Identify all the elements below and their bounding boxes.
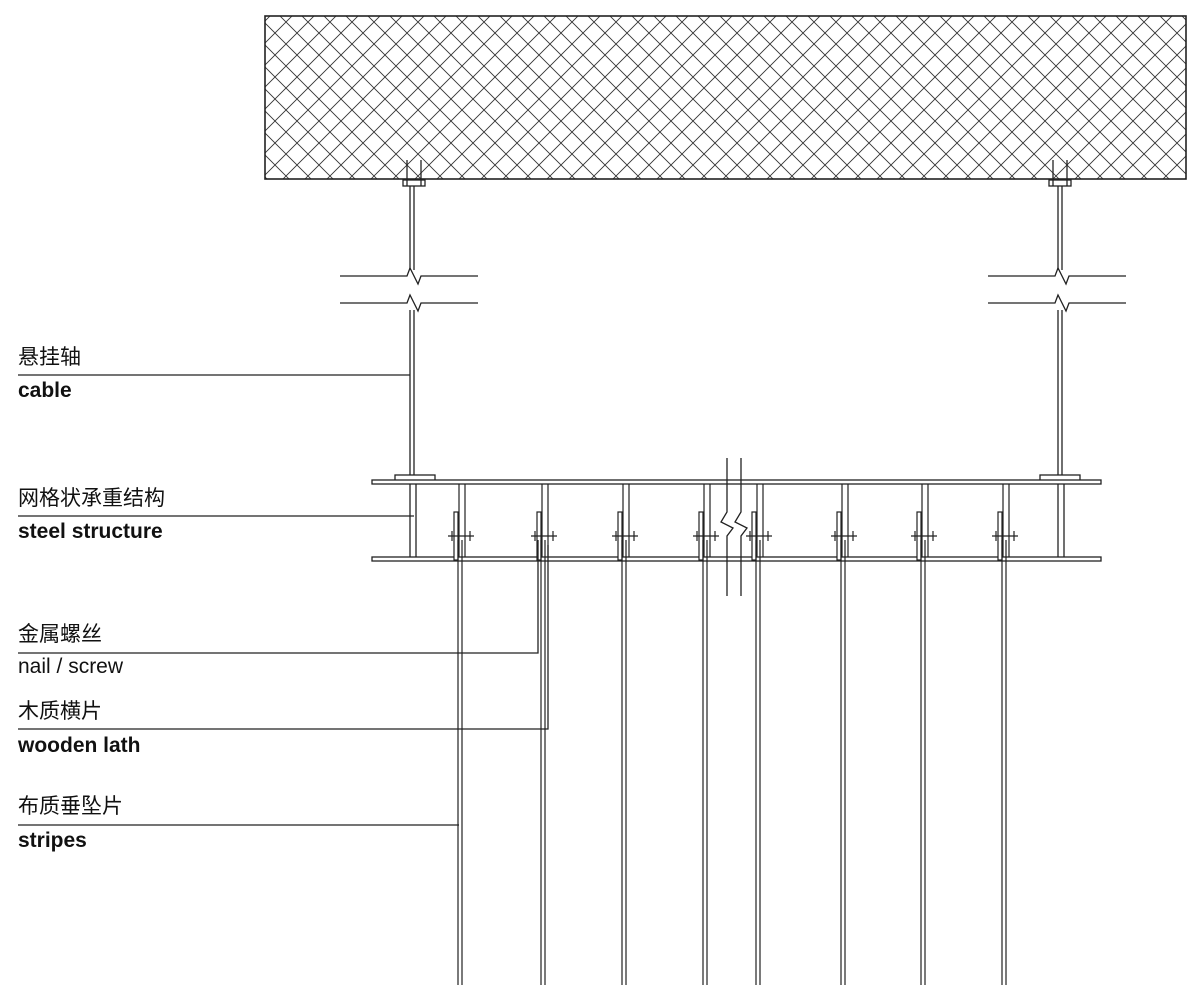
cable-label-en: cable	[18, 379, 72, 402]
steel-label-zh: 网格状承重结构	[18, 486, 165, 510]
leader-lines	[18, 374, 549, 826]
steel-frame	[371, 479, 1102, 562]
hangers	[448, 484, 1018, 985]
ceiling-slab	[264, 15, 1187, 180]
steel-label-en: steel structure	[18, 520, 163, 543]
nail-label-en: nail / screw	[18, 655, 124, 678]
right-cable	[988, 160, 1126, 482]
center-break	[720, 458, 748, 596]
stripes-label-en: stripes	[18, 829, 87, 852]
stripes-label-zh: 布质垂坠片	[18, 794, 123, 818]
nail-label-zh: 金属螺丝	[18, 622, 102, 646]
left-cable	[340, 160, 478, 482]
lath-label-en: wooden lath	[18, 734, 141, 757]
lath-label-zh: 木质横片	[18, 699, 102, 723]
cable-label-zh: 悬挂轴	[18, 345, 81, 369]
